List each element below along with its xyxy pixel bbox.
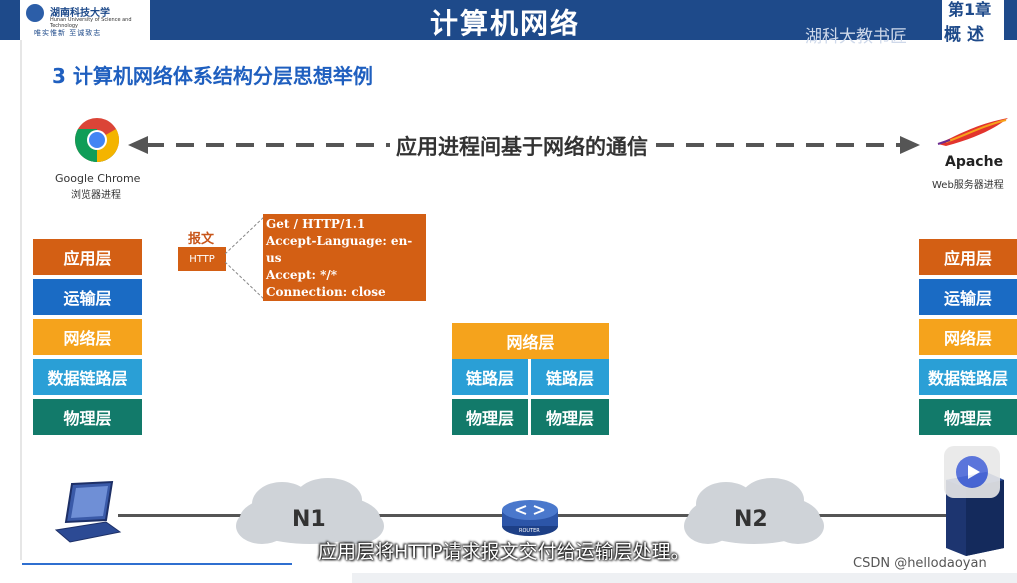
university-name: 湖南科技大学: [50, 8, 110, 19]
university-emblem-icon: [26, 4, 44, 22]
server-process-label: Web服务器进程: [932, 180, 1004, 191]
right-transport-layer: 运输层: [919, 279, 1017, 317]
bottom-toolbar: [352, 573, 1017, 583]
http-line: Connection: close: [266, 285, 386, 299]
left-network-layer: 网络层: [33, 319, 142, 357]
http-line: Host: 192.168.0.2: [266, 302, 386, 316]
video-subtitle: 应用层将HTTP请求报文交付给运输层处理。: [318, 541, 690, 563]
message-connector-lines: [225, 215, 266, 301]
progress-accent-line: [22, 563, 292, 565]
router-link-layer-left: 链路层: [452, 359, 530, 397]
http-line: Get / HTTP/1.1: [266, 217, 366, 231]
http-line: Accept-Language: en-us: [266, 234, 413, 265]
left-application-layer: 应用层: [33, 239, 142, 277]
section-title: 3 计算机网络体系结构分层思想举例: [52, 64, 373, 88]
apache-feather-icon: [937, 118, 1008, 146]
left-physical-layer: 物理层: [33, 399, 142, 437]
chapter-number: 第1章: [948, 0, 992, 19]
router-physical-layer-left: 物理层: [452, 399, 530, 437]
right-physical-layer: 物理层: [919, 399, 1017, 437]
right-application-layer: 应用层: [919, 239, 1017, 277]
course-title: 计算机网络: [430, 7, 581, 40]
university-english-name: Hunan University of Science and Technolo…: [50, 17, 132, 29]
right-network-layer: 网络层: [919, 319, 1017, 357]
chrome-icon: [75, 118, 119, 162]
router-icon: ROUTER: [502, 500, 558, 536]
chapter-badge: 第1章 概述: [942, 0, 1004, 45]
csdn-watermark: CSDN @hellodaoyan: [853, 556, 987, 571]
video-play-button[interactable]: [944, 446, 1000, 498]
server-name: Apache: [945, 154, 1004, 170]
network-cloud-n1: N1: [236, 478, 384, 544]
university-motto: 唯实惟新 至诚致志: [34, 29, 102, 37]
network-cloud-n2: N2: [684, 478, 824, 544]
chapter-name: 概述: [944, 25, 990, 45]
communication-arrow: [128, 136, 920, 154]
top-banner: 湖南科技大学 Hunan University of Science and T…: [0, 0, 1017, 47]
n1-label: N1: [292, 507, 326, 532]
browser-process-label: 浏览器进程: [71, 190, 121, 201]
left-transport-layer: 运输层: [33, 279, 142, 317]
left-divider: [20, 40, 22, 560]
laptop-icon: [54, 480, 122, 543]
router-network-layer: 网络层: [452, 323, 609, 361]
right-datalink-layer: 数据链路层: [919, 359, 1017, 397]
router-link-layer-right: 链路层: [531, 359, 609, 397]
http-request-box: Get / HTTP/1.1 Accept-Language: en-us Ac…: [263, 214, 426, 316]
http-line: Accept: */*: [266, 268, 338, 282]
play-icon: [956, 456, 988, 488]
router-label: ROUTER: [519, 528, 540, 534]
university-logo: 湖南科技大学 Hunan University of Science and T…: [20, 0, 150, 40]
left-datalink-layer: 数据链路层: [33, 359, 142, 397]
browser-name: Google Chrome: [55, 172, 141, 185]
watermark-text: 湖科大教书匠: [805, 27, 907, 47]
communication-label: 应用进程间基于网络的通信: [390, 131, 654, 161]
router-physical-layer-right: 物理层: [531, 399, 609, 437]
message-label: 报文: [188, 232, 215, 247]
http-tag: HTTP: [177, 246, 227, 272]
n2-label: N2: [734, 507, 768, 532]
